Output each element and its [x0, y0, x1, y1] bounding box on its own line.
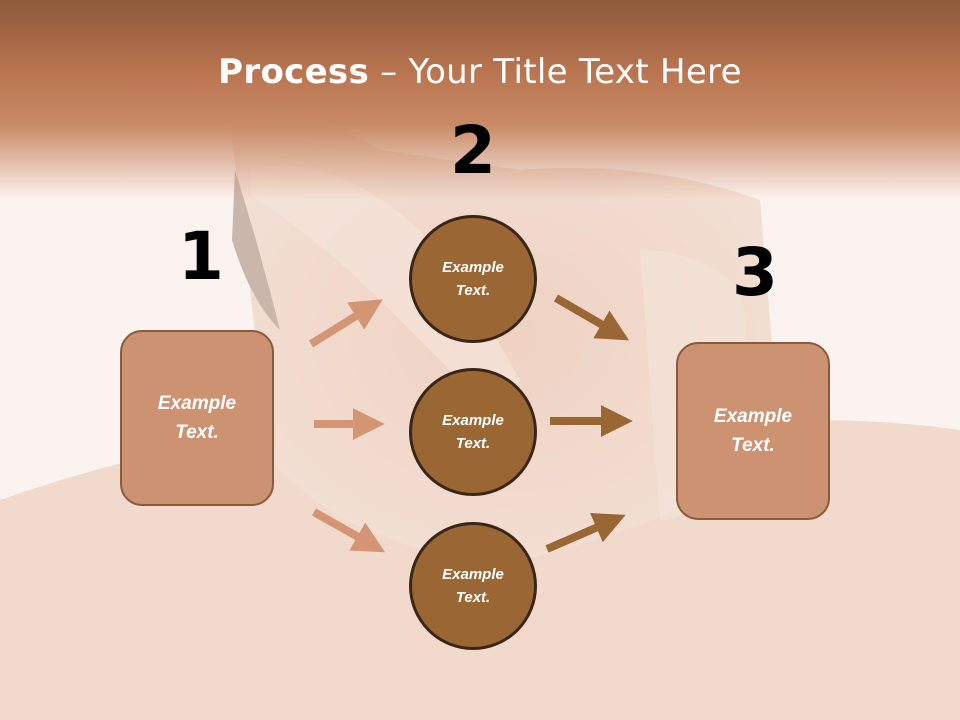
circle-middle-text: Example Text.	[442, 412, 504, 452]
end-box-text: Example Text.	[713, 406, 793, 456]
end-box: Example Text.	[676, 342, 830, 520]
title-bold: Process	[218, 52, 370, 92]
step-number-3: 3	[732, 234, 778, 311]
arrow-left-to-top	[308, 299, 383, 348]
arrow-bottom-to-right	[545, 512, 626, 553]
slide-title: Process – Your Title Text Here	[0, 52, 960, 92]
circle-bottom: Example Text.	[409, 522, 537, 650]
arrow-left-to-bottom	[312, 508, 386, 553]
arrow-top-to-right	[553, 294, 630, 341]
title-rest: – Your Title Text Here	[369, 52, 742, 92]
circle-top: Example Text.	[409, 215, 537, 343]
title-banner	[0, 0, 960, 200]
step-number-2: 2	[450, 112, 496, 189]
start-box: Example Text.	[120, 330, 274, 506]
circle-top-text: Example Text.	[442, 259, 504, 299]
circle-middle: Example Text.	[409, 368, 537, 496]
circle-bottom-text: Example Text.	[442, 566, 504, 606]
step-number-1: 1	[178, 218, 224, 295]
start-box-text: Example Text.	[157, 393, 237, 443]
